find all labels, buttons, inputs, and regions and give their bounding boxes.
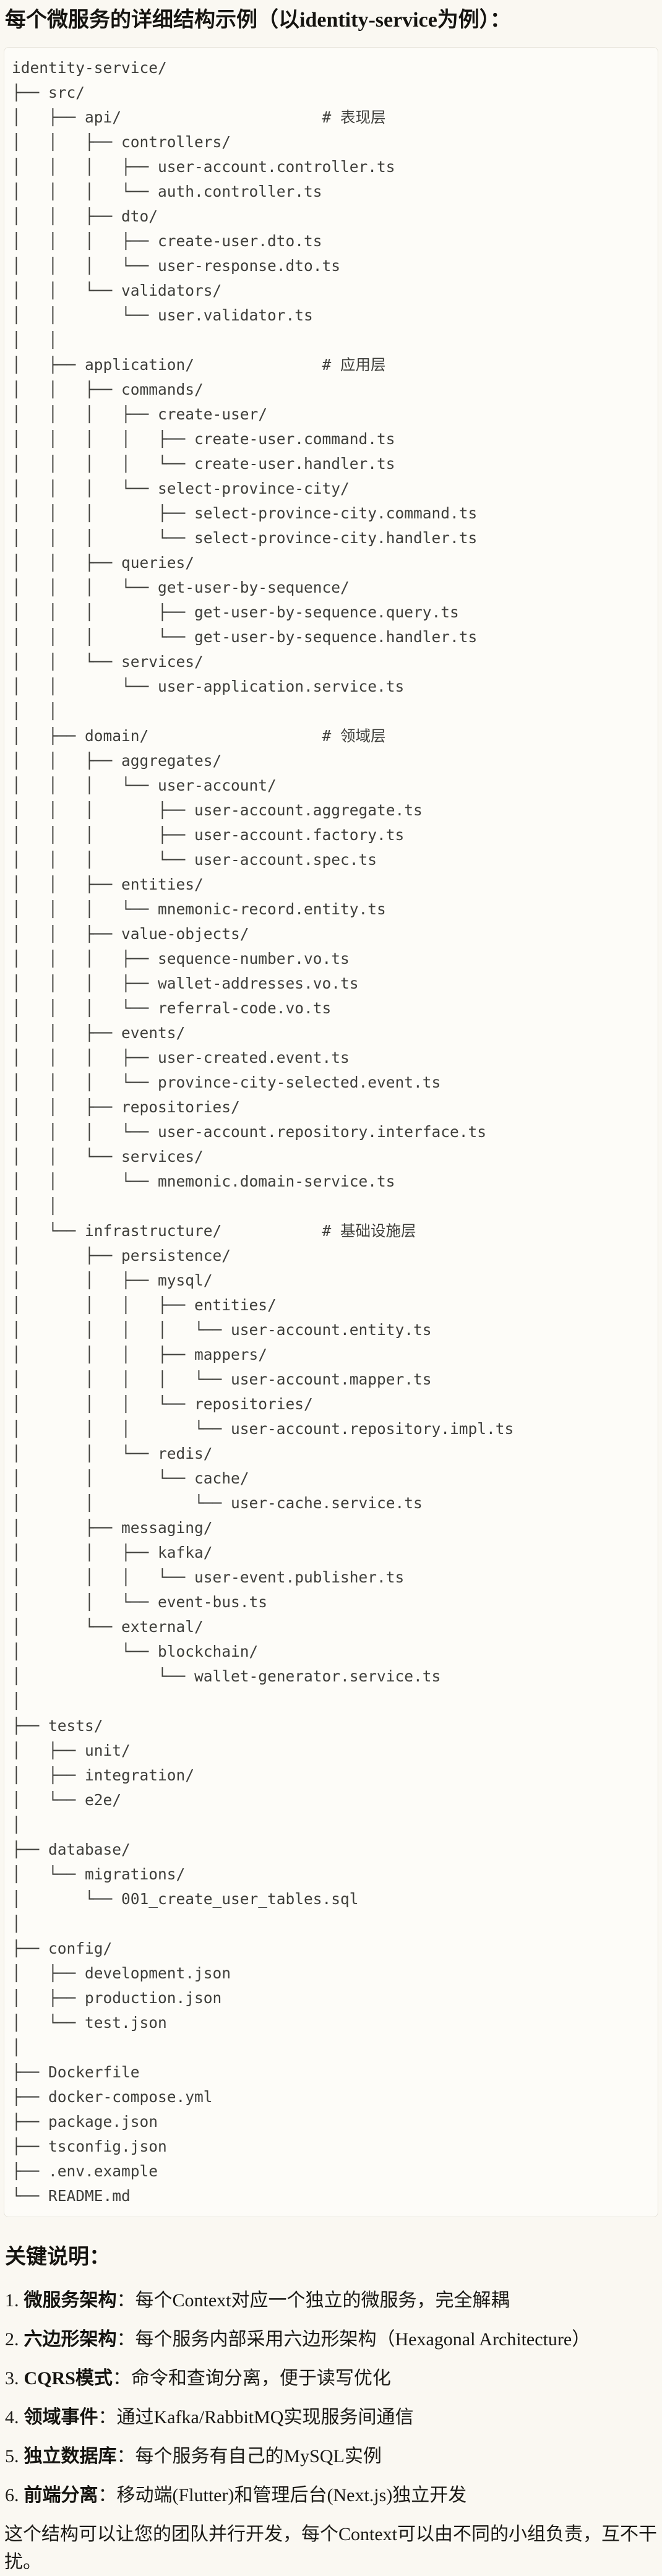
item-term: 六边形架构	[24, 2329, 117, 2350]
item-number: 6.	[5, 2484, 19, 2505]
list-item: 3. CQRS模式：命令和查询分离，便于读写优化	[5, 2364, 658, 2392]
list-item: 1. 微服务架构：每个Context对应一个独立的微服务，完全解耦	[5, 2286, 658, 2314]
footer-note: 这个结构可以让您的团队并行开发，每个Context可以由不同的小组负责，互不干扰…	[4, 2523, 657, 2572]
item-term: 领域事件	[24, 2406, 98, 2428]
item-text: 独立数据库：每个服务有自己的MySQL实例	[24, 2442, 382, 2470]
code-block: identity-service/ ├── src/ │ ├── api/ # …	[4, 46, 658, 2217]
keynotes-list: 1. 微服务架构：每个Context对应一个独立的微服务，完全解耦 2. 六边形…	[4, 2286, 658, 2509]
directory-tree: identity-service/ ├── src/ │ ├── api/ # …	[12, 58, 514, 2205]
list-item: 4. 领域事件：通过Kafka/RabbitMQ实现服务间通信	[5, 2403, 658, 2431]
item-desc: ：通过Kafka/RabbitMQ实现服务间通信	[98, 2406, 414, 2428]
item-desc: ：每个服务内部采用六边形架构（Hexagonal Architecture）	[116, 2329, 591, 2350]
item-text: 前端分离：移动端(Flutter)和管理后台(Next.js)独立开发	[24, 2481, 467, 2509]
page-title: 每个微服务的详细结构示例（以identity-service为例）：	[5, 9, 511, 32]
item-term: 微服务架构	[24, 2290, 117, 2311]
item-term: 独立数据库	[24, 2445, 117, 2467]
item-number: 2.	[5, 2329, 19, 2350]
item-desc: ：每个Context对应一个独立的微服务，完全解耦	[116, 2290, 510, 2311]
item-term: 前端分离	[24, 2484, 98, 2505]
item-text: 微服务架构：每个Context对应一个独立的微服务，完全解耦	[24, 2286, 510, 2314]
keynotes-heading: 关键说明：	[5, 2245, 110, 2269]
item-number: 3.	[5, 2368, 19, 2389]
item-term: CQRS模式	[24, 2368, 113, 2389]
item-text: CQRS模式：命令和查询分离，便于读写优化	[24, 2364, 391, 2392]
item-desc: ：每个服务有自己的MySQL实例	[116, 2445, 382, 2467]
item-number: 1.	[5, 2290, 19, 2311]
list-item: 6. 前端分离：移动端(Flutter)和管理后台(Next.js)独立开发	[5, 2481, 658, 2509]
list-item: 2. 六边形架构：每个服务内部采用六边形架构（Hexagonal Archite…	[5, 2325, 658, 2353]
item-number: 4.	[5, 2406, 19, 2428]
list-item: 5. 独立数据库：每个服务有自己的MySQL实例	[5, 2442, 658, 2470]
item-text: 六边形架构：每个服务内部采用六边形架构（Hexagonal Architectu…	[24, 2325, 591, 2353]
item-desc: ：命令和查询分离，便于读写优化	[112, 2368, 391, 2389]
item-number: 5.	[5, 2445, 19, 2467]
item-text: 领域事件：通过Kafka/RabbitMQ实现服务间通信	[24, 2403, 414, 2431]
item-desc: ：移动端(Flutter)和管理后台(Next.js)独立开发	[98, 2484, 467, 2505]
